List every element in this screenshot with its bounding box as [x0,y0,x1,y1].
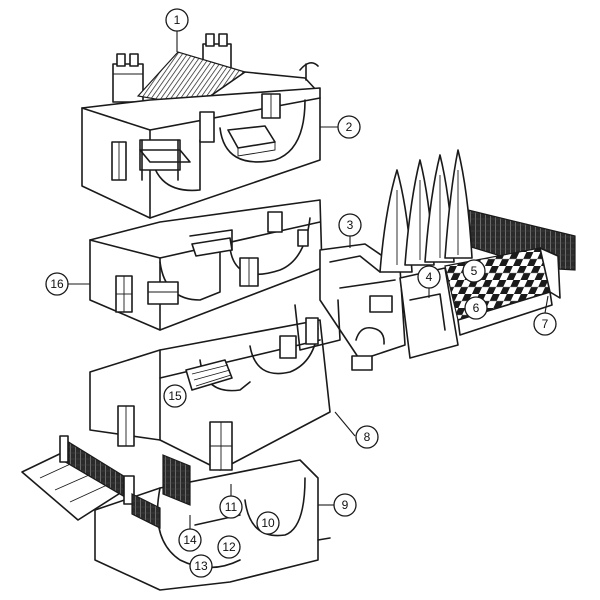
callout-6: 6 [464,296,488,320]
dining-table [351,355,373,371]
kitchen-unit [369,295,393,313]
callout-label-5: 5 [471,264,478,278]
cypress-trees [379,149,473,273]
door-top [199,111,215,143]
callout-16: 16 [45,272,90,296]
staircase [185,359,233,391]
callout-7: 7 [533,295,557,336]
callout-label-12: 12 [222,540,236,554]
callout-11: 11 [219,484,243,519]
callout-label-11: 11 [225,500,238,514]
gate [162,454,191,506]
callout-label-13: 13 [194,559,208,573]
callout-label-9: 9 [342,498,349,512]
rear-extension-walls [319,243,406,361]
front-steps [21,435,191,529]
window-ground-centre [279,335,297,359]
callout-2: 2 [320,115,361,139]
callout-8: 8 [334,411,379,449]
top-floor-block [81,33,321,219]
top-floor-walls [81,87,321,219]
ground-floor-walls [89,319,331,471]
callout-label-4: 4 [426,270,433,284]
callout-1: 1 [165,8,189,52]
chimney-left [112,53,144,103]
callout-9: 9 [318,493,357,517]
four-poster-bed [139,139,191,181]
callout-label-8: 8 [364,430,371,444]
area-railings [131,493,161,529]
callout-label-16: 16 [50,277,64,291]
callout-15: 15 [163,384,187,408]
callout-4: 4 [417,265,441,298]
callout-label-7: 7 [542,317,549,331]
callout-label-2: 2 [346,120,353,134]
bed-right [227,125,276,157]
callout-label-15: 15 [168,389,182,403]
garden-wall [457,291,553,336]
door-ground-rear [305,317,319,345]
callout-label-1: 1 [174,13,181,27]
landing-table [191,237,233,257]
callout-label-14: 14 [183,533,197,547]
callout-10: 10 [256,511,280,535]
callout-5: 5 [462,259,486,283]
callout-label-6: 6 [473,301,480,315]
callout-3: 3 [338,213,362,248]
callout-label-3: 3 [347,218,354,232]
aerial-icon [299,62,319,81]
callout-13: 13 [189,554,213,578]
callout-12: 12 [217,535,241,559]
basement-walls [94,459,319,591]
bath [147,281,179,305]
callout-label-10: 10 [261,516,275,530]
middle-floor-block [89,199,323,331]
rear-extension [319,243,406,361]
window-mid-right [267,211,283,233]
ground-floor-block [89,299,373,471]
window-mid-far [297,229,309,247]
callout-14: 14 [178,515,202,552]
